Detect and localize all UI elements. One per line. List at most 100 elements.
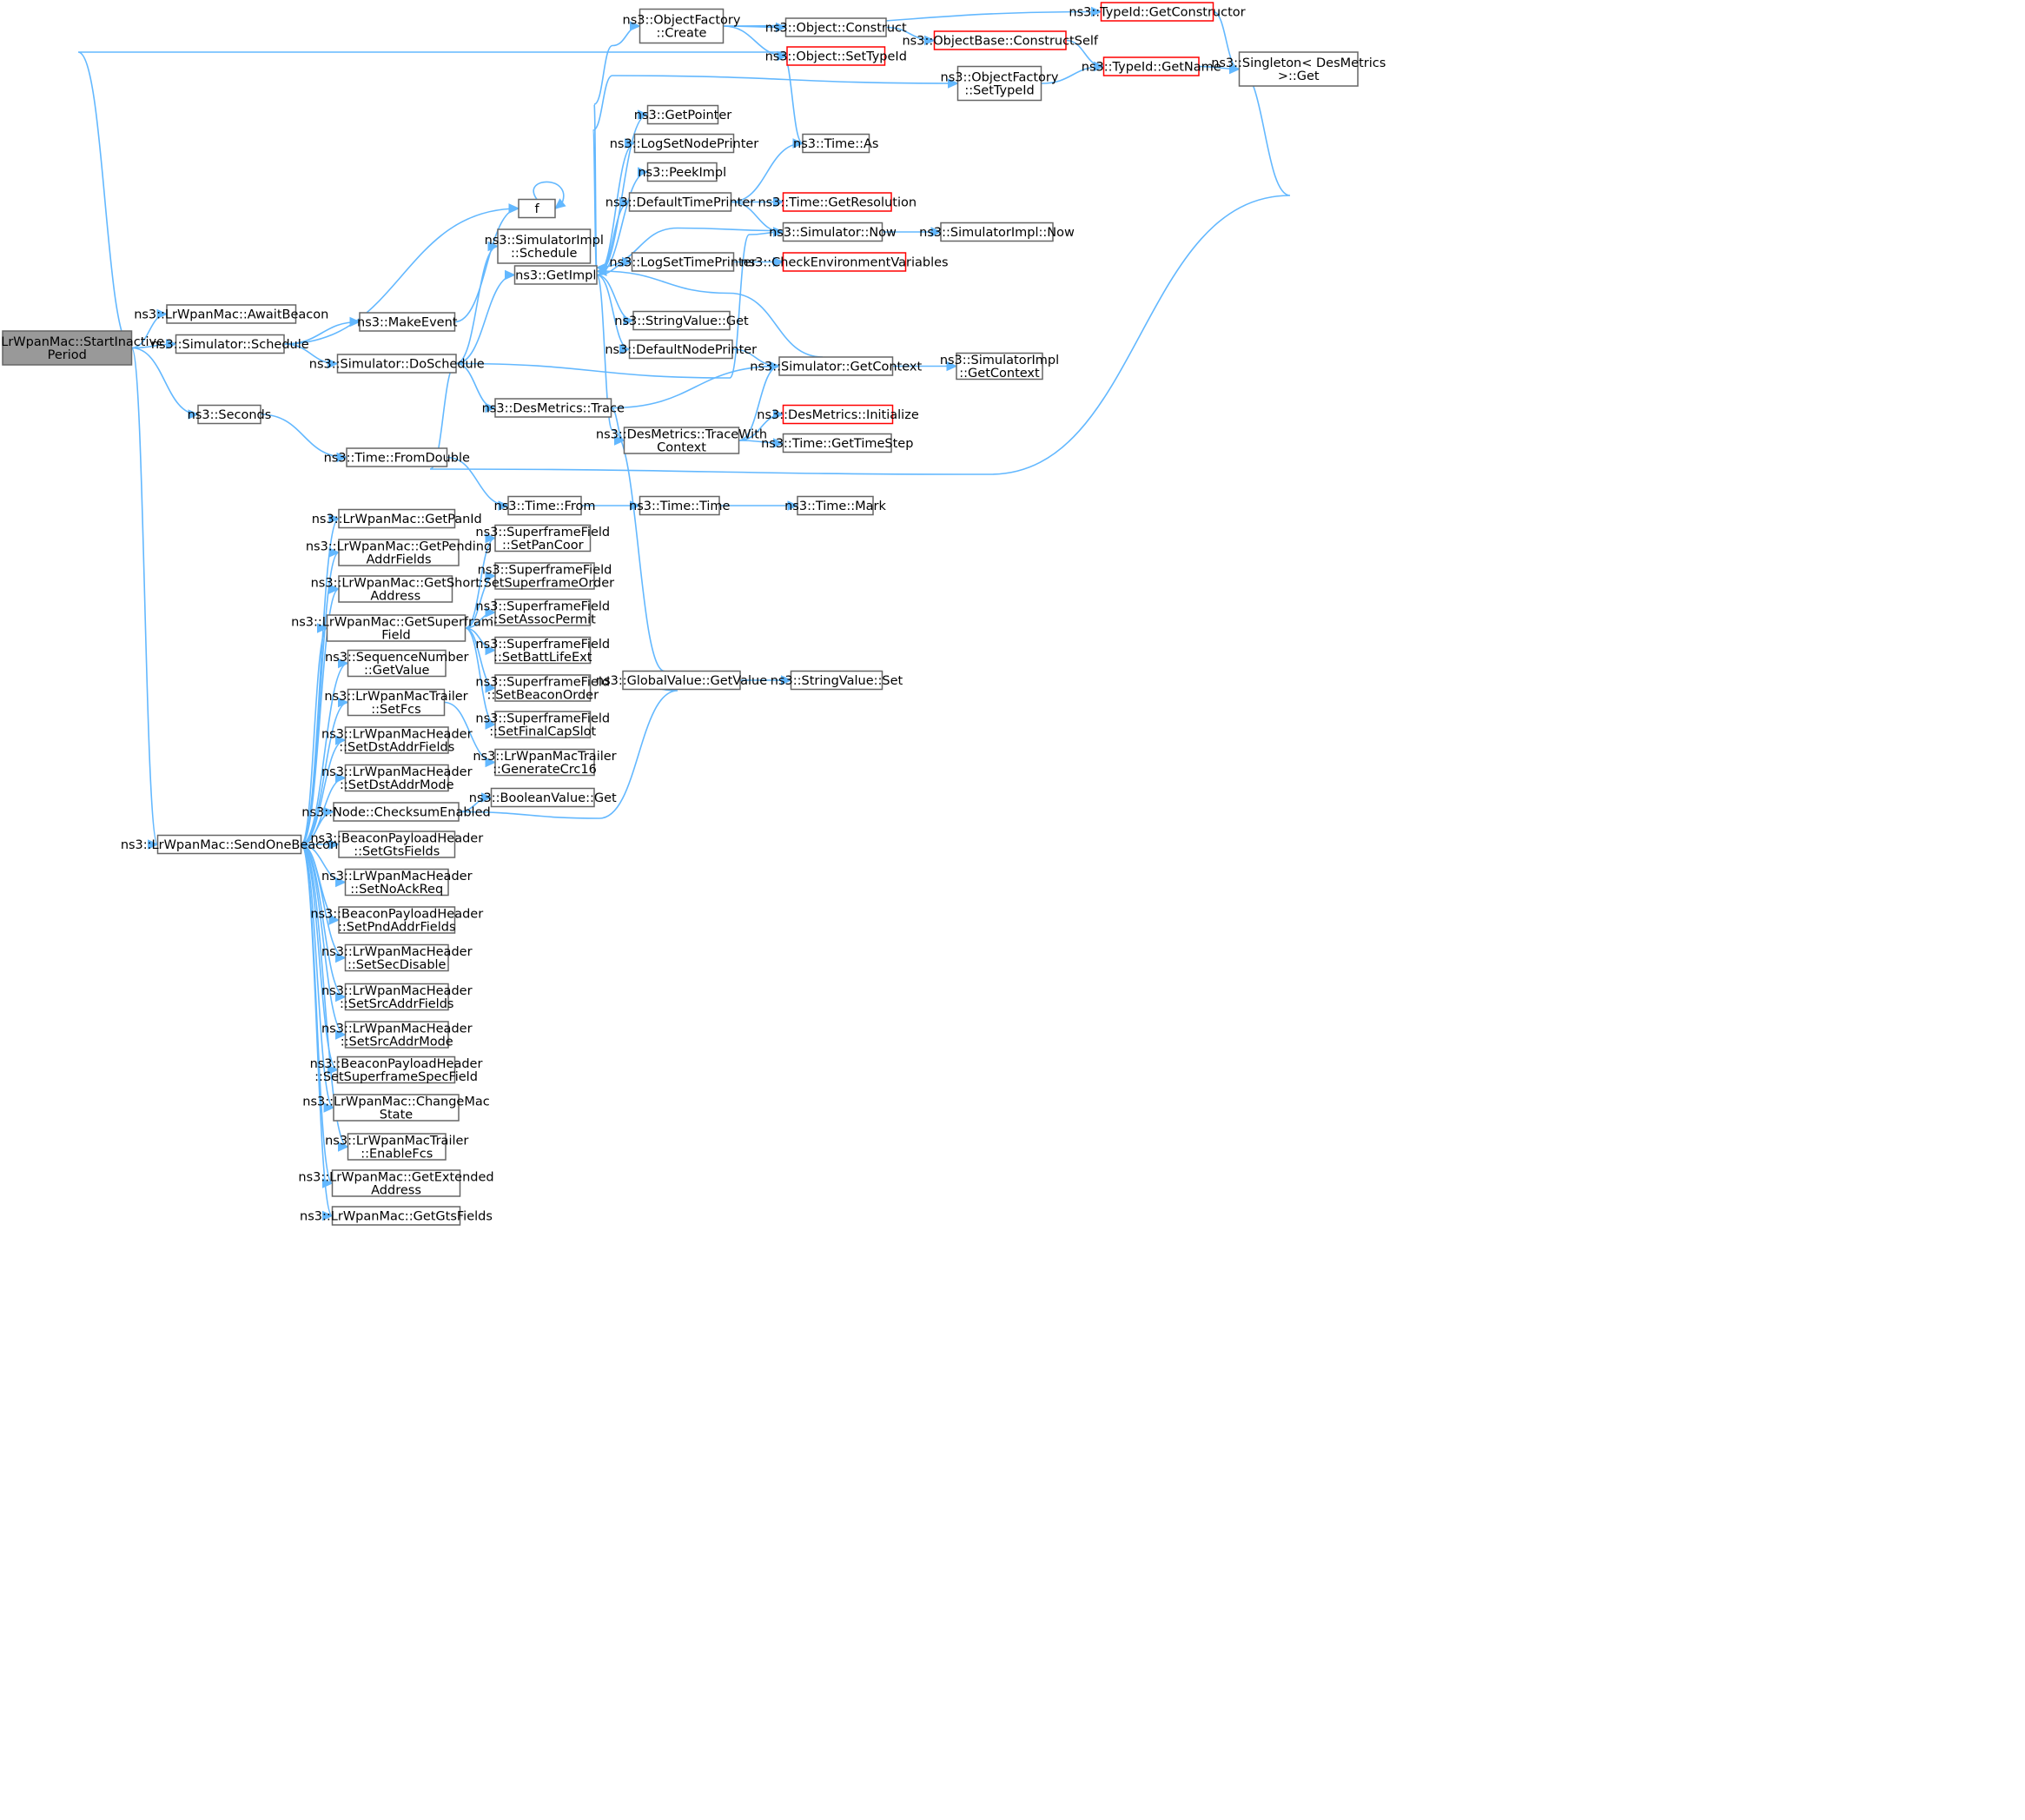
node-ofCreate[interactable]: ns3::ObjectFactory::Create bbox=[623, 8, 741, 44]
edge-fromDouble-to-timeFrom bbox=[447, 456, 510, 511]
node-enableFcs[interactable]: ns3::LrWpanMacTrailer::EnableFcs bbox=[325, 1133, 468, 1161]
node-setPndAddrFields[interactable]: ns3::BeaconPayloadHeader::SetPndAddrFiel… bbox=[310, 906, 483, 935]
node-label: ns3::DesMetrics::Initialize bbox=[757, 408, 919, 422]
edge-makeEvent-to-f bbox=[454, 203, 520, 323]
node-stringValueSet[interactable]: ns3::StringValue::Set bbox=[771, 670, 903, 691]
node-box bbox=[344, 726, 449, 754]
node-box bbox=[782, 222, 883, 242]
node-singletonGet[interactable]: ns3::Singleton< DesMetrics>::Get bbox=[1211, 51, 1386, 87]
node-timeFrom[interactable]: ns3::Time::From bbox=[494, 495, 596, 516]
node-setGtsFields[interactable]: ns3::BeaconPayloadHeader::SetGtsFields bbox=[310, 831, 483, 859]
node-globalGetValue[interactable]: ns3::GlobalValue::GetValue bbox=[596, 670, 767, 691]
node-trailerSetFcs[interactable]: ns3::LrWpanMacTrailer::SetFcs bbox=[324, 688, 468, 718]
node-label: ns3::SuperframeField bbox=[475, 526, 610, 539]
node-getImpl[interactable]: ns3::GetImpl bbox=[513, 265, 598, 285]
node-box bbox=[344, 764, 449, 792]
node-box bbox=[331, 1169, 461, 1197]
node-box bbox=[1102, 56, 1200, 76]
node-desTrace[interactable]: ns3::DesMetrics::Trace bbox=[482, 398, 625, 418]
node-box bbox=[344, 1021, 449, 1049]
node-setNoAckReq[interactable]: ns3::LrWpanMacHeader::SetNoAckReq bbox=[321, 868, 473, 897]
node-label: ns3::BeaconPayloadHeader bbox=[310, 1057, 483, 1071]
node-box bbox=[333, 802, 460, 822]
node-label: ns3::GlobalValue::GetValue bbox=[596, 674, 767, 688]
node-sfSetSuperframeOrder[interactable]: ns3::SuperframeField::SetSuperframeOrder bbox=[475, 562, 614, 591]
node-makeEvent[interactable]: ns3::MakeEvent bbox=[357, 312, 458, 332]
node-booleanValueGet[interactable]: ns3::BooleanValue::Get bbox=[469, 787, 617, 808]
node-awaitBeacon[interactable]: ns3::LrWpanMac::AwaitBeacon bbox=[134, 304, 328, 324]
node-desInitialize[interactable]: ns3::DesMetrics::Initialize bbox=[757, 404, 919, 425]
node-doSchedule[interactable]: ns3::Simulator::DoSchedule bbox=[309, 354, 485, 374]
node-simNow[interactable]: ns3::Simulator::Now bbox=[769, 222, 897, 242]
node-defaultTimePrinter[interactable]: ns3::DefaultTimePrinter bbox=[606, 192, 755, 212]
node-objConstruct[interactable]: ns3::Object::Construct bbox=[765, 17, 907, 37]
node-label: ::SetTypeId bbox=[964, 84, 1034, 98]
node-getGtsFields[interactable]: ns3::LrWpanMac::GetGtsFields bbox=[300, 1206, 493, 1226]
node-seconds[interactable]: ns3::Seconds bbox=[188, 404, 272, 425]
node-checksumEnabled[interactable]: ns3::Node::ChecksumEnabled bbox=[301, 802, 491, 822]
edge-schedule-to-makeEvent bbox=[283, 316, 361, 345]
node-getPanId[interactable]: ns3::LrWpanMac::GetPanId bbox=[312, 508, 482, 529]
node-sfSetAssocPermit[interactable]: ns3::SuperframeField::SetAssocPermit bbox=[475, 599, 610, 627]
node-label: ns3::SimulatorImpl::Now bbox=[919, 226, 1075, 240]
node-schedule[interactable]: ns3::Simulator::Schedule bbox=[151, 334, 309, 354]
node-simImplNow[interactable]: ns3::SimulatorImpl::Now bbox=[919, 222, 1075, 242]
node-timeMark[interactable]: ns3::Time::Mark bbox=[784, 495, 886, 516]
node-simGetContext[interactable]: ns3::Simulator::GetContext bbox=[750, 356, 923, 376]
node-setSuperframeSpecField[interactable]: ns3::BeaconPayloadHeader::SetSuperframeS… bbox=[310, 1056, 483, 1085]
node-constructSelf[interactable]: ns3::ObjectBase::ConstructSelf bbox=[902, 30, 1099, 50]
node-checkEnv[interactable]: ns3::CheckEnvironmentVariables bbox=[740, 252, 949, 272]
edge-logSetTimePrinter-to-checkEnv bbox=[733, 256, 784, 268]
edge-desTrace-to-traceWithContext bbox=[611, 407, 625, 446]
node-sfSetBattLifeExt[interactable]: ns3::SuperframeField::SetBattLifeExt bbox=[475, 636, 610, 665]
node-simImplGetContext[interactable]: ns3::SimulatorImpl::GetContext bbox=[940, 352, 1059, 381]
node-sfSetBeaconOrder[interactable]: ns3::SuperframeField::SetBeaconOrder bbox=[475, 674, 610, 703]
node-label: ns3::GetImpl bbox=[515, 269, 596, 283]
node-label: ns3::CheckEnvironmentVariables bbox=[740, 256, 948, 270]
node-f[interactable]: f bbox=[518, 198, 556, 219]
node-box bbox=[494, 674, 592, 702]
node-sfSetFinalCapSlot[interactable]: ns3::SuperframeField::SetFinalCapSlot bbox=[475, 711, 610, 739]
edge-getSuperframeField-to-sfSetSuperframeOrder bbox=[465, 571, 497, 629]
node-seqGetValue[interactable]: ns3::SequenceNumber::GetValue bbox=[325, 649, 469, 678]
node-label: Context bbox=[657, 441, 706, 455]
node-typeIdGetName[interactable]: ns3::TypeId::GetName bbox=[1082, 56, 1221, 76]
node-box bbox=[344, 983, 449, 1011]
node-simImplSchedule[interactable]: ns3::SimulatorImpl::Schedule bbox=[485, 228, 604, 264]
node-defaultNodePrinter[interactable]: ns3::DefaultNodePrinter bbox=[605, 339, 757, 360]
node-setDstAddrMode[interactable]: ns3::LrWpanMacHeader::SetDstAddrMode bbox=[321, 764, 473, 793]
node-generateCrc16[interactable]: ns3::LrWpanMacTrailer::GenerateCrc16 bbox=[473, 748, 617, 778]
node-sfSetPanCoor[interactable]: ns3::SuperframeField::SetPanCoor bbox=[475, 524, 610, 553]
node-sendOneBeacon[interactable]: ns3::LrWpanMac::SendOneBeacon bbox=[121, 834, 338, 855]
node-peekImpl[interactable]: ns3::PeekImpl bbox=[638, 162, 726, 182]
node-setSecDisable[interactable]: ns3::LrWpanMacHeader::SetSecDisable bbox=[321, 943, 473, 973]
node-getResolution[interactable]: ns3::Time::GetResolution bbox=[758, 192, 917, 212]
node-setSrcAddrFields[interactable]: ns3::LrWpanMacHeader::SetSrcAddrFields bbox=[321, 983, 473, 1012]
node-box bbox=[166, 304, 297, 324]
node-setDstAddrFields[interactable]: ns3::LrWpanMacHeader::SetDstAddrFields bbox=[321, 726, 473, 755]
node-fromDouble[interactable]: ns3::Time::FromDouble bbox=[324, 447, 470, 467]
node-getConstructor[interactable]: ns3::TypeId::GetConstructor bbox=[1069, 2, 1246, 22]
node-stringValueGet[interactable]: ns3::StringValue::Get bbox=[614, 310, 749, 331]
node-box bbox=[338, 539, 460, 566]
node-label: ns3::LrWpanMacTrailer bbox=[473, 750, 616, 764]
node-ofSetTypeId[interactable]: ns3::ObjectFactory::SetTypeId bbox=[941, 65, 1059, 102]
node-timeTime[interactable]: ns3::Time::Time bbox=[629, 495, 731, 516]
node-getPointer[interactable]: ns3::GetPointer bbox=[634, 104, 732, 125]
node-getTimeStep[interactable]: ns3::Time::GetTimeStep bbox=[761, 433, 913, 453]
node-timeAs[interactable]: ns3::Time::As bbox=[793, 133, 878, 154]
node-logSetNodePrinter[interactable]: ns3::LogSetNodePrinter bbox=[610, 133, 759, 154]
node-setSrcAddrMode[interactable]: ns3::LrWpanMacHeader::SetSrcAddrMode bbox=[321, 1021, 473, 1049]
node-logSetTimePrinter[interactable]: ns3::LogSetTimePrinter bbox=[609, 252, 757, 272]
node-objSetTypeId[interactable]: ns3::Object::SetTypeId bbox=[765, 46, 907, 66]
node-label: ns3::ObjectBase::ConstructSelf bbox=[902, 35, 1098, 49]
edge-typeIdGetName-to-singletonGet bbox=[1198, 63, 1241, 75]
